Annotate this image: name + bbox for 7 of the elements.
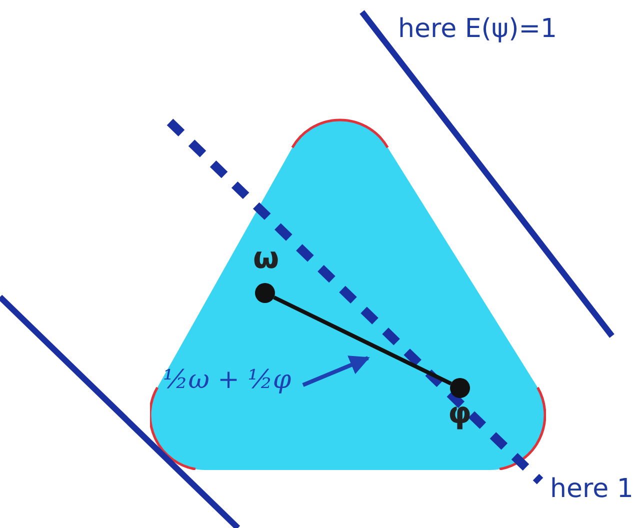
connector-line	[273, 296, 452, 386]
arrow	[302, 356, 370, 387]
region-label: here E(ψ)=1	[398, 14, 558, 44]
region-label: here 1	[550, 474, 634, 504]
point-label: ω	[253, 241, 280, 276]
midpoint-formula: ½ω + ½φ	[163, 365, 292, 395]
point-label: φ	[448, 396, 472, 431]
